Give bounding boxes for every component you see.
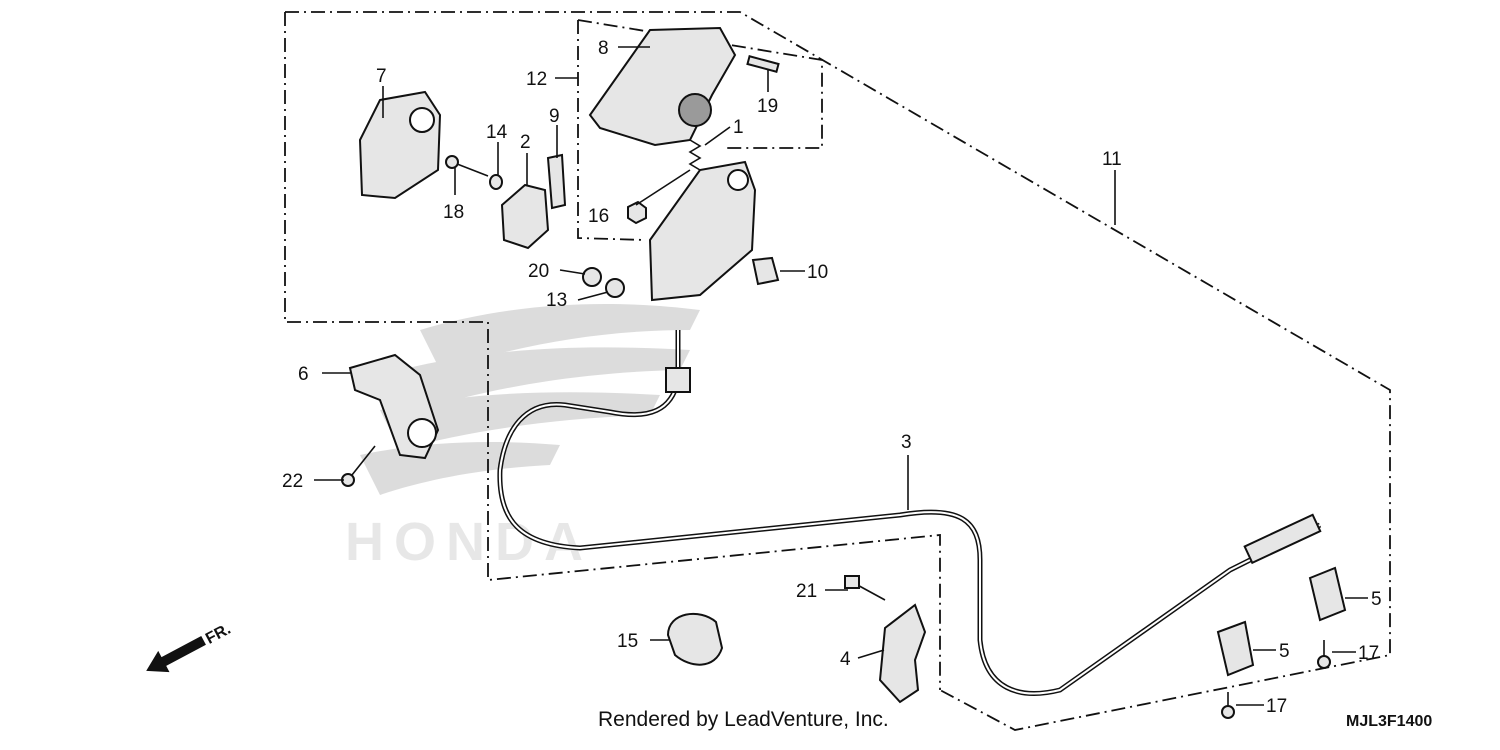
label-3[interactable]: 3 bbox=[901, 432, 912, 453]
part-9-plate[interactable] bbox=[546, 153, 567, 210]
footer-credit: Rendered by LeadVenture, Inc. bbox=[598, 708, 889, 731]
label-4[interactable]: 4 bbox=[840, 649, 851, 670]
label-2[interactable]: 2 bbox=[520, 132, 531, 153]
label-17-upper[interactable]: 17 bbox=[1358, 643, 1379, 664]
label-9[interactable]: 9 bbox=[549, 106, 560, 127]
part-15-clamp[interactable] bbox=[666, 613, 724, 666]
label-5-lower[interactable]: 5 bbox=[1279, 641, 1290, 662]
label-20[interactable]: 20 bbox=[528, 261, 549, 282]
main-housing[interactable] bbox=[648, 160, 757, 302]
part-20-washer[interactable] bbox=[582, 267, 602, 287]
diagram-code: MJL3F1400 bbox=[1346, 713, 1433, 730]
front-direction-arrow-icon: FR. bbox=[146, 621, 234, 673]
part-6-bracket[interactable] bbox=[348, 353, 440, 460]
part-16-nut[interactable] bbox=[627, 200, 647, 225]
part-10-clip[interactable] bbox=[751, 256, 780, 286]
part-3-cable[interactable] bbox=[497, 330, 1322, 696]
label-8[interactable]: 8 bbox=[598, 38, 609, 59]
label-22[interactable]: 22 bbox=[282, 471, 303, 492]
label-13[interactable]: 13 bbox=[546, 290, 567, 311]
part-2-switch[interactable] bbox=[500, 183, 550, 250]
part-17-screw-lower[interactable] bbox=[1221, 692, 1235, 719]
part-17-screw-upper[interactable] bbox=[1317, 640, 1331, 669]
label-6[interactable]: 6 bbox=[298, 364, 309, 385]
label-18[interactable]: 18 bbox=[443, 202, 464, 223]
part-18-screw[interactable] bbox=[445, 155, 489, 177]
label-5-upper[interactable]: 5 bbox=[1371, 589, 1382, 610]
part-13-washer[interactable] bbox=[605, 278, 625, 298]
watermark-text: HONDA bbox=[345, 512, 593, 572]
part-labels: 7 8 12 9 14 2 18 19 1 16 20 13 10 11 6 2… bbox=[282, 38, 1382, 717]
label-15[interactable]: 15 bbox=[617, 631, 638, 652]
label-7[interactable]: 7 bbox=[376, 66, 387, 87]
label-17-lower[interactable]: 17 bbox=[1266, 696, 1287, 717]
label-1[interactable]: 1 bbox=[733, 117, 744, 138]
part-21-bolt[interactable] bbox=[844, 575, 886, 601]
part-14-washer[interactable] bbox=[489, 174, 503, 190]
part-1-spring[interactable] bbox=[688, 139, 702, 171]
part-19-pin[interactable] bbox=[746, 55, 780, 73]
part-5-clip-lower[interactable] bbox=[1216, 620, 1255, 677]
label-12[interactable]: 12 bbox=[526, 69, 547, 90]
label-21[interactable]: 21 bbox=[796, 581, 817, 602]
label-19[interactable]: 19 bbox=[757, 96, 778, 117]
direction-label: FR. bbox=[203, 621, 234, 648]
part-7-cover[interactable] bbox=[358, 90, 442, 200]
leader-lines bbox=[314, 46, 1368, 706]
part-5-clip-upper[interactable] bbox=[1308, 566, 1347, 622]
label-11[interactable]: 11 bbox=[1102, 149, 1122, 170]
part-8-knob[interactable] bbox=[588, 26, 737, 147]
label-10[interactable]: 10 bbox=[807, 262, 828, 283]
label-14[interactable]: 14 bbox=[486, 122, 508, 143]
label-16[interactable]: 16 bbox=[588, 206, 609, 227]
part-4-bracket[interactable] bbox=[878, 603, 927, 704]
